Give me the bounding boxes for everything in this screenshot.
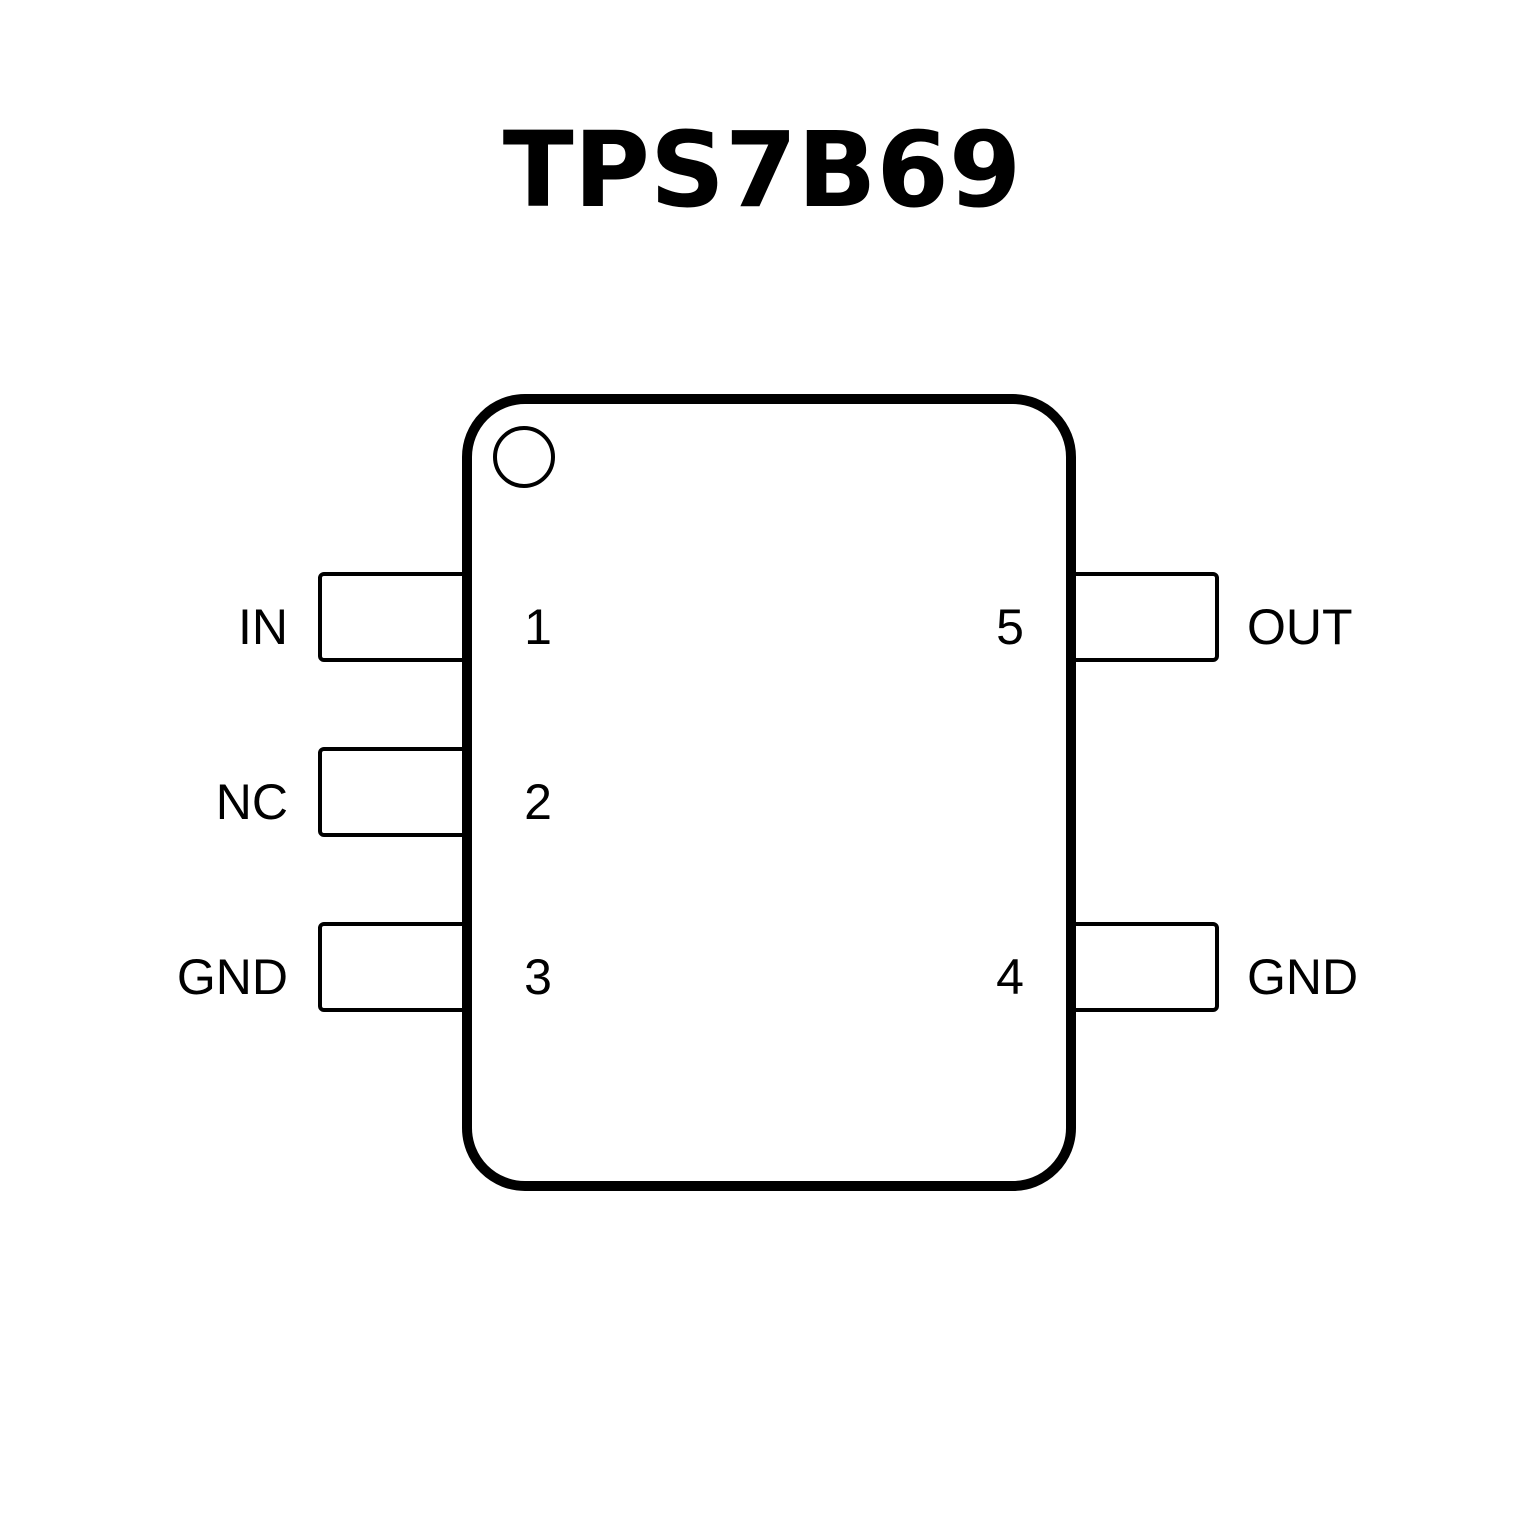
pin-5-lead (1070, 572, 1219, 662)
pin-5-name: OUT (1247, 599, 1353, 655)
pin-2-name: NC (216, 774, 288, 830)
pin-1-lead (318, 572, 468, 662)
pin-1-number: 1 (524, 599, 552, 655)
pin-4-lead (1070, 922, 1219, 1012)
pin-4-number: 4 (996, 949, 1024, 1005)
pin-3-name: GND (177, 949, 288, 1005)
package-body (462, 394, 1076, 1191)
pin-4-name: GND (1247, 949, 1358, 1005)
pin-1-name: IN (238, 599, 288, 655)
pin1-marker-icon (493, 426, 555, 488)
chip-title: TPS7B69 (503, 109, 1021, 231)
pin-3-number: 3 (524, 949, 552, 1005)
pin-2-number: 2 (524, 774, 552, 830)
pin-2-lead (318, 747, 468, 837)
pin-5-number: 5 (996, 599, 1024, 655)
pin-3-lead (318, 922, 468, 1012)
